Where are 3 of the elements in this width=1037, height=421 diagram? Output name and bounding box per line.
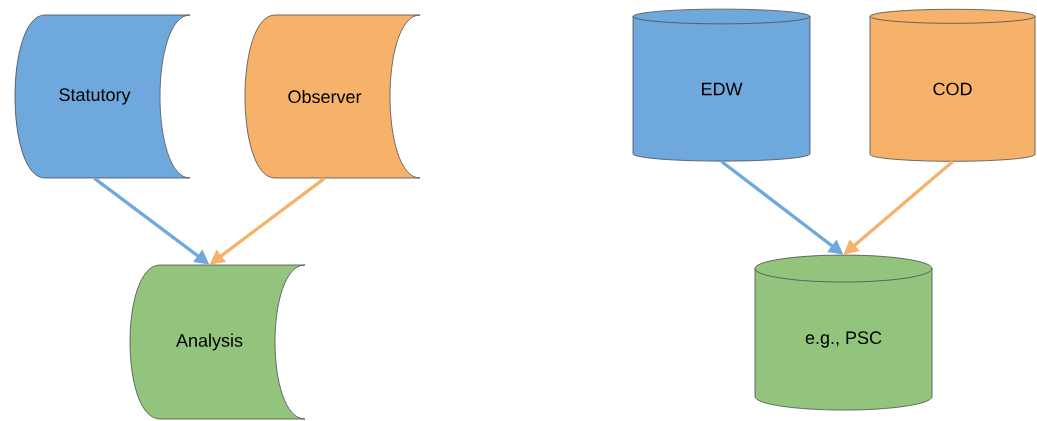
database-cylinder: EDW xyxy=(632,8,811,162)
database-cylinder: COD xyxy=(869,8,1036,162)
database-cylinder: e.g., PSC xyxy=(754,254,933,411)
